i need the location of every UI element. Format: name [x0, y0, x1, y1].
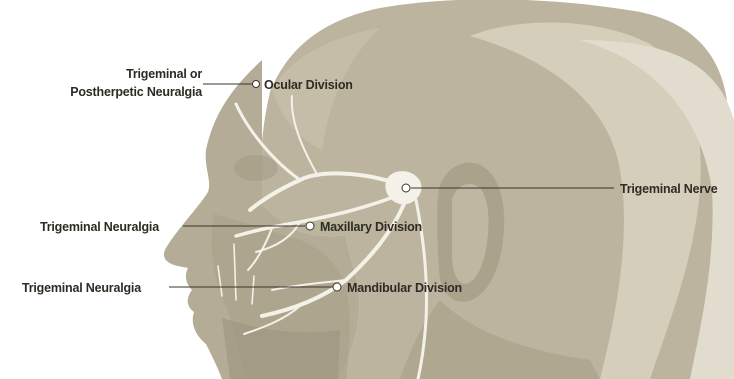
label-left-bottom: Trigeminal Neuralgia [22, 281, 142, 295]
label-ocular-division: Ocular Division [264, 78, 353, 92]
marker-mandibular [333, 283, 341, 291]
eye-socket [234, 155, 278, 181]
label-maxillary-division: Maxillary Division [320, 220, 422, 234]
marker-maxillary [306, 222, 314, 230]
marker-ocular [253, 81, 260, 88]
label-trigeminal-nerve: Trigeminal Nerve [620, 182, 718, 196]
marker-trigeminal-nerve [402, 184, 410, 192]
label-left-top-line1: Trigeminal or [126, 67, 202, 81]
label-mandibular-division: Mandibular Division [347, 281, 462, 295]
label-left-middle: Trigeminal Neuralgia [40, 220, 160, 234]
label-left-top-line2: Postherpetic Neuralgia [70, 85, 203, 99]
